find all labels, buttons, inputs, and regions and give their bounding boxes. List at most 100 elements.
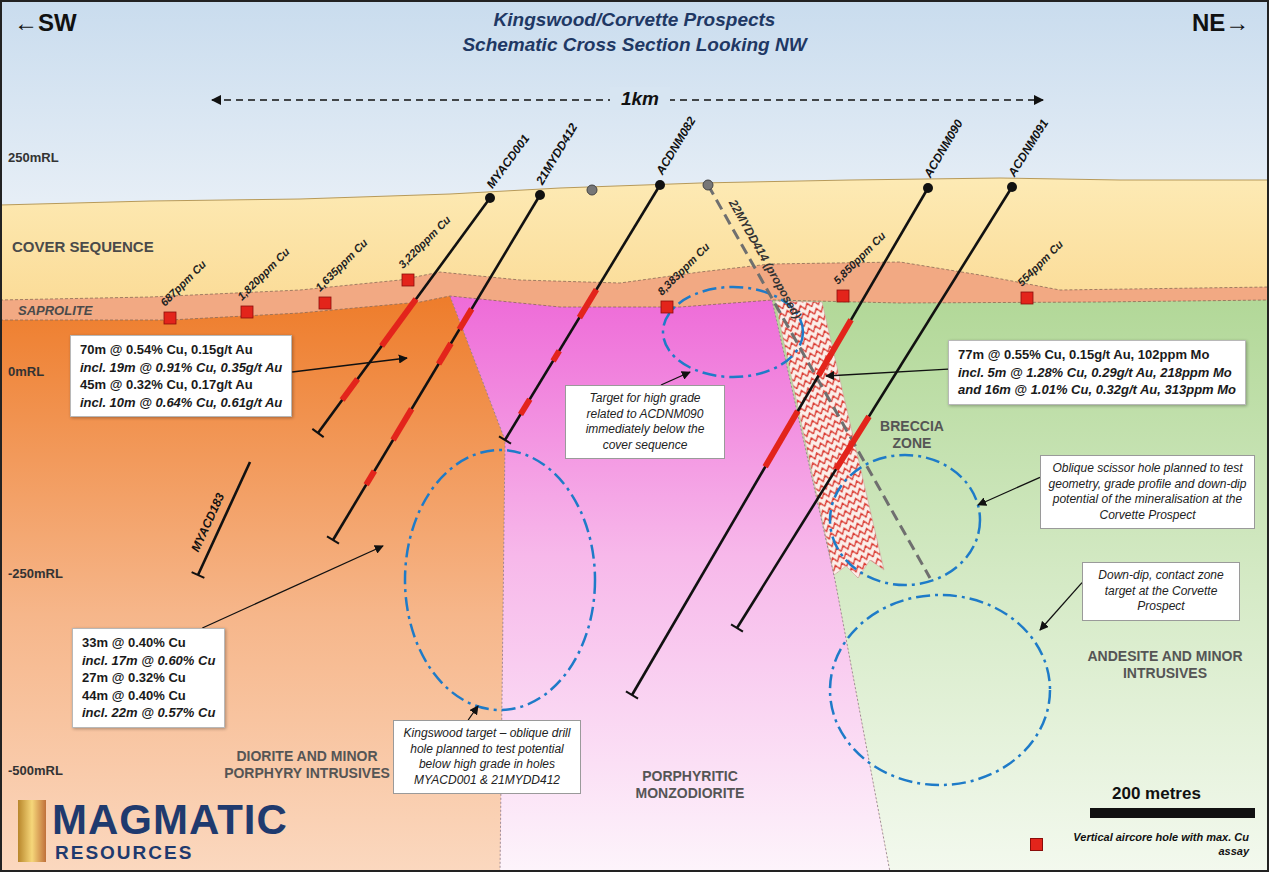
leader-arrow <box>661 372 690 385</box>
assay-label: 8,383ppm Cu <box>654 240 712 298</box>
assay-result-box: 70m @ 0.54% Cu, 0.15g/t Auincl. 19m @ 0.… <box>70 335 292 417</box>
hole-collar <box>923 183 933 193</box>
mineralised-interval <box>342 379 357 400</box>
leader-arrow <box>1040 583 1082 630</box>
hole-collar <box>485 193 495 203</box>
unit-label: BRECCIA ZONE <box>880 418 944 452</box>
node-text: incl. 22m @ 0.57% Cu <box>82 704 215 722</box>
target-callout-box: Down-dip, contact zone target at the Cor… <box>1082 562 1240 621</box>
assay-label: 3,220ppm Cu <box>395 213 453 271</box>
legend-text: Vertical aircore hole with max. Cu assay <box>1049 830 1249 859</box>
logo-text: MAGMATIC <box>52 798 288 842</box>
saprolite-base-line <box>0 296 1269 320</box>
drill-hole <box>318 198 490 433</box>
hole-collar <box>535 190 545 200</box>
unit-label: COVER SEQUENCE <box>12 238 154 256</box>
aircore-hole-marker <box>241 306 253 318</box>
hole-end-tick <box>626 691 638 698</box>
target-callout-box: Target for high grade related to ACDNM09… <box>565 385 725 459</box>
target-ellipse <box>405 450 595 710</box>
drill-hole-label: MYACD001 <box>484 132 533 191</box>
cover-sequence <box>0 178 1269 872</box>
assay-result-box: 33m @ 0.40% Cuincl. 17m @ 0.60% Cu27m @ … <box>72 628 225 728</box>
leader-arrow <box>202 546 383 628</box>
mineralised-interval <box>553 351 559 361</box>
drill-hole-label: MYACD183 <box>188 491 227 554</box>
unit-label: SAPROLITE <box>18 303 92 319</box>
hole-end-tick <box>731 624 743 631</box>
legend-swatch <box>1030 838 1043 851</box>
hole-end-tick <box>312 429 323 437</box>
mineralised-interval <box>836 416 869 469</box>
leader-arrow <box>468 706 478 720</box>
node-text: Down-dip, contact zone target at the Cor… <box>1090 568 1232 615</box>
assay-label: 1,635ppm Cu <box>312 236 370 294</box>
drill-hole-label: ACDNM082 <box>653 115 699 178</box>
drill-hole-label: 21MYDD412 <box>533 121 580 187</box>
leader-arrow <box>978 477 1040 505</box>
hole-end-tick <box>327 536 339 543</box>
logo-text: RESOURCES <box>55 843 193 863</box>
elevation-label: 250mRL <box>8 150 59 166</box>
elevation-label: 0mRL <box>8 364 44 380</box>
node-text: and 16m @ 1.01% Cu, 0.32g/t Au, 313ppm M… <box>958 381 1236 399</box>
aircore-hole-marker <box>1021 292 1033 304</box>
mineralised-interval <box>579 290 596 318</box>
hole-collar <box>1007 182 1017 192</box>
target-ellipse <box>830 455 980 585</box>
node-text: Target for high grade related to ACDNM09… <box>573 391 717 453</box>
hole-end-tick <box>192 572 205 578</box>
node-text: Oblique scissor hole planned to test geo… <box>1048 461 1247 523</box>
target-callout-box: Kingswood target – oblique drill hole pl… <box>393 720 581 794</box>
drill-hole-label: ACDNM090 <box>920 117 965 180</box>
node-text: incl. 5m @ 1.28% Cu, 0.29g/t Au, 218ppm … <box>958 364 1236 382</box>
assay-label: 5,850ppm Cu <box>830 229 888 287</box>
mineralised-interval <box>521 399 530 414</box>
mineralised-interval <box>818 320 851 376</box>
assay-label: 554ppm Cu <box>1014 237 1066 289</box>
hole-collar <box>655 180 665 190</box>
unit-label: PORPHYRITIC MONZODIORITE <box>620 768 760 802</box>
drill-hole-label: ACDNM091 <box>1005 117 1051 179</box>
proposed-collar <box>703 180 713 190</box>
unit-label: DIORITE AND MINOR PORPHYRY INTRUSIVES <box>222 748 392 782</box>
aircore-hole-marker <box>837 290 849 302</box>
mineralised-interval <box>765 411 798 467</box>
node-text: incl. 17m @ 0.60% Cu <box>82 652 215 670</box>
dimension-label: 1km <box>610 87 670 110</box>
legend-entry: Vertical aircore hole with max. Cu assay <box>1030 830 1249 859</box>
mineralised-interval <box>439 343 451 364</box>
node-text: incl. 10m @ 0.64% Cu, 0.61g/t Au <box>80 394 282 412</box>
contact-line <box>772 300 890 872</box>
assay-result-box: 77m @ 0.55% Cu, 0.15g/t Au, 102ppm Moinc… <box>948 340 1246 405</box>
unit-label: ANDESITE AND MINOR INTRUSIVES <box>1085 648 1245 682</box>
diagram-title: Kingswood/Corvette Prospects Schematic C… <box>447 8 822 57</box>
elevation-label: -500mRL <box>8 763 63 779</box>
mineralised-interval <box>459 309 471 330</box>
logo-bar <box>18 800 46 862</box>
node-text: 77m @ 0.55% Cu, 0.15g/t Au, 102ppm Mo <box>958 346 1236 364</box>
aircore-hole-marker <box>164 312 176 324</box>
node-text: 27m @ 0.32% Cu <box>82 669 215 687</box>
assay-label: 1,820ppm Cu <box>234 245 292 303</box>
node-text: incl. 19m @ 0.91% Cu, 0.35g/t Au <box>80 359 282 377</box>
elevation-label: -250mRL <box>8 566 63 582</box>
breccia-zone <box>775 301 884 578</box>
leader-arrow <box>826 369 948 376</box>
direction-label: ←SW <box>14 8 77 37</box>
node-text: Kingswood target – oblique drill hole pl… <box>401 726 573 788</box>
target-callout-box: Oblique scissor hole planned to test geo… <box>1040 455 1255 529</box>
mineralised-interval <box>393 409 412 440</box>
aircore-hole-marker <box>661 301 673 313</box>
node-text: 45m @ 0.32% Cu, 0.17g/t Au <box>80 376 282 394</box>
drill-hole <box>737 187 1012 628</box>
target-ellipse <box>830 595 1050 785</box>
aircore-hole-marker <box>319 297 331 309</box>
node-text: 70m @ 0.54% Cu, 0.15g/t Au <box>80 341 282 359</box>
mineralised-interval <box>366 471 374 485</box>
aircore-hole-marker <box>402 274 414 286</box>
direction-label: NE→ <box>1192 8 1249 37</box>
node-text: 44m @ 0.40% Cu <box>82 687 215 705</box>
